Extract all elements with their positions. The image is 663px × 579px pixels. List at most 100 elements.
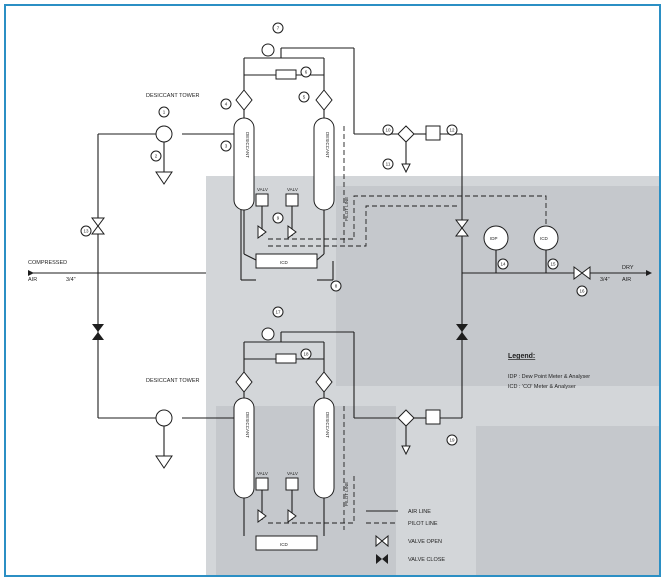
valve-tag: [285, 193, 299, 207]
flow-block: [275, 353, 297, 364]
callout-number: 14: [500, 262, 506, 267]
background-photo-shading: [336, 186, 659, 386]
desiccant-tower: [233, 397, 255, 499]
pressure-regulator-icon: [425, 125, 441, 141]
icd-label: ICD: [280, 260, 289, 265]
valve-open-icon: [257, 509, 267, 523]
legend-title: Legend:: [508, 353, 535, 360]
legend: Legend: IDP : Dew Point Meter & Analyser…: [366, 353, 590, 564]
filter: [235, 371, 253, 393]
drain-valve-icon: [401, 163, 411, 174]
callout-number: 16: [579, 289, 585, 294]
icd-manifold: [255, 535, 318, 551]
callout-number: 3: [225, 144, 228, 149]
valve-tag: [285, 477, 299, 491]
filter: [235, 89, 253, 111]
idp-label: IDP: [490, 236, 498, 241]
callout-number: 13: [83, 229, 89, 234]
callouts: 1 2 3 4 5 6 7 8 9 10 11 12 13 14 15 16 1…: [80, 22, 588, 446]
diagram-frame: DESICCANT DESICCANT ICD VALV VALV: [4, 4, 661, 577]
valve-tag-label: VALV: [257, 471, 268, 476]
valve-open-icon: [455, 227, 469, 237]
pilot-line-label: PILOT LINE: [344, 482, 349, 506]
dry-air-label: DRY: [622, 265, 634, 271]
valve-closed-icon: [382, 554, 388, 564]
legend-pilot-line: PILOT LINE: [408, 521, 438, 527]
valve-open-icon: [573, 266, 583, 280]
callout-number: 12: [449, 128, 455, 133]
callout-number: 5: [303, 95, 306, 100]
valve-open-icon: [455, 219, 469, 229]
outlet-filter-icon: [397, 125, 415, 143]
filter-icon: [155, 409, 173, 427]
valve-closed-icon: [92, 332, 104, 340]
piping-diagram: DESICCANT DESICCANT ICD VALV VALV: [28, 22, 659, 575]
callout-number: 19: [449, 438, 455, 443]
dry-air-label: AIR: [622, 277, 631, 283]
main-air-lines: [28, 134, 652, 418]
valve-closed-icon: [456, 332, 468, 340]
valve-open-icon: [375, 534, 383, 548]
compressed-air-label: COMPRESSED: [28, 260, 67, 266]
valve-open-icon: [287, 225, 297, 239]
drain-trap-icon: [155, 455, 173, 469]
desiccant-tower: [313, 117, 335, 211]
outlet-size-label: 3/4": [600, 277, 610, 283]
compressed-air-label: AIR: [28, 277, 37, 283]
callout-number: 18: [303, 352, 309, 357]
legend-valve-open: VALVE OPEN: [408, 539, 442, 545]
callout-number: 1: [163, 110, 166, 115]
desiccant-tower-label: DESICCANT TOWER: [146, 93, 200, 99]
pressure-gauge-icon: [261, 327, 275, 341]
legend-valve-close: VALVE CLOSE: [408, 557, 445, 563]
callout-number: 10: [385, 128, 391, 133]
tower-label: DESICCANT: [325, 412, 330, 438]
callout-number: 8: [335, 284, 338, 289]
callout-number: 6: [305, 70, 308, 75]
tower-label: DESICCANT: [245, 132, 250, 158]
legend-icd: ICD : 'CO' Meter & Analyser: [508, 384, 576, 390]
valve-open-icon: [91, 217, 105, 227]
valve-closed-icon: [92, 324, 104, 332]
filter-icon: [155, 125, 173, 143]
flow-block: [275, 69, 297, 80]
valve-tag: [255, 477, 269, 491]
inlet-size-label: 3/4": [66, 277, 76, 283]
valve-open-icon: [91, 225, 105, 235]
desiccant-tower-label: DESICCANT TOWER: [146, 378, 200, 384]
callout-number: 7: [277, 26, 280, 31]
valve-open-icon: [581, 266, 591, 280]
valve-open-icon: [381, 534, 389, 548]
pressure-gauge-icon: [261, 43, 275, 57]
valve-open-icon: [257, 225, 267, 239]
valve-tag-label: VALV: [287, 471, 298, 476]
dryer-unit-bottom: DESICCANT DESICCANT ICD VALV VALV PILOT …: [98, 327, 462, 551]
callout-number: 2: [155, 154, 158, 159]
valve-closed-icon: [456, 324, 468, 332]
icd-manifold: [255, 253, 318, 269]
callout-number: 17: [275, 310, 281, 315]
tower-label: DESICCANT: [245, 412, 250, 438]
filter: [315, 371, 333, 393]
drain-valve-icon: [401, 445, 411, 456]
tower-label: DESICCANT: [325, 132, 330, 158]
legend-idp: IDP : Dew Point Meter & Analyser: [508, 374, 590, 380]
pilot-line-label: PILOT LINE: [344, 197, 349, 221]
drain-trap-icon: [155, 171, 173, 185]
desiccant-tower: [233, 117, 255, 211]
icd-analyser-label: ICD: [540, 236, 549, 241]
legend-air-line: AIR LINE: [408, 509, 431, 515]
callout-number: 9: [277, 216, 280, 221]
valve-closed-icon: [376, 554, 382, 564]
dryer-unit-top: DESICCANT DESICCANT ICD VALV VALV: [98, 43, 591, 281]
callout-number: 15: [550, 262, 556, 267]
valve-tag: [255, 193, 269, 207]
background-photo-shading: [476, 426, 659, 575]
valve-tag-label: VALV: [257, 187, 268, 192]
valve-tag-label: VALV: [287, 187, 298, 192]
callout-number: 11: [386, 162, 391, 167]
desiccant-tower: [313, 397, 335, 499]
valve-open-icon: [287, 509, 297, 523]
icd-label: ICD: [280, 542, 289, 547]
filter: [315, 89, 333, 111]
